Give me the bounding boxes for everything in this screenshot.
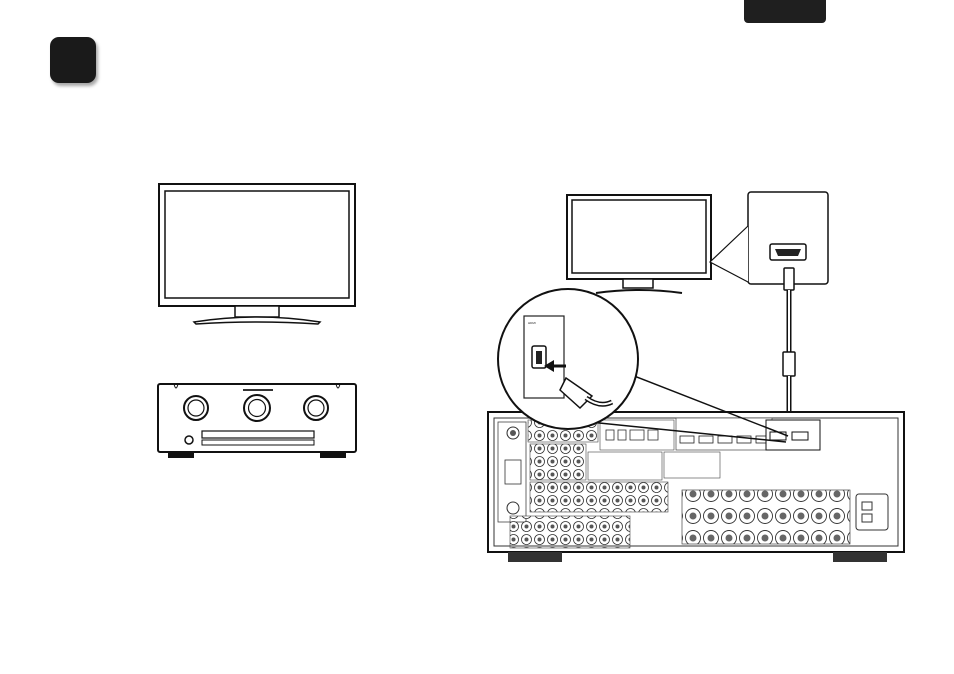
tv-icon [158, 183, 356, 325]
svg-text:HDMI: HDMI [528, 321, 536, 325]
hdmi-cable-icon [782, 267, 796, 430]
hdmi-cable-icon [559, 376, 614, 410]
header-tab [744, 0, 826, 23]
av-receiver-rear-panel-icon [487, 411, 905, 562]
hdmi-port-icon [708, 191, 829, 285]
av-receiver-icon [157, 383, 357, 458]
step-badge [50, 37, 96, 83]
tv-icon [566, 194, 712, 294]
hdmi-port-icon: HDMI [497, 288, 789, 443]
